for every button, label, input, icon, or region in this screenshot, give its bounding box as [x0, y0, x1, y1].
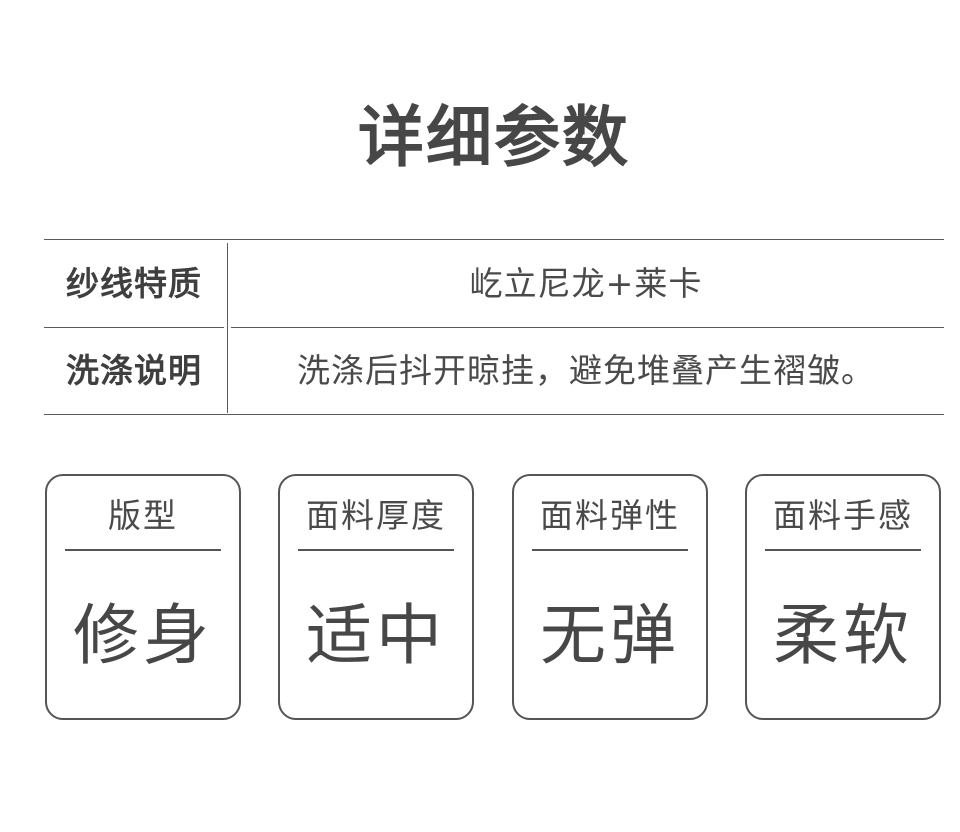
table-top-divider	[44, 239, 944, 240]
card-fit-label: 版型	[108, 496, 178, 535]
table-row-washing: 洗涤说明 洗涤后抖开晾挂，避免堆叠产生褶皱。	[44, 327, 944, 414]
card-divider	[532, 549, 688, 551]
card-fit: 版型 修身	[45, 474, 241, 720]
card-thickness: 面料厚度 适中	[278, 474, 474, 720]
card-elasticity-label: 面料弹性	[540, 496, 680, 535]
washing-value: 洗涤后抖开晾挂，避免堆叠产生褶皱。	[297, 351, 875, 390]
card-elasticity-value: 无弹	[540, 597, 680, 674]
card-fit-value: 修身	[73, 597, 213, 674]
table-bottom-divider	[44, 414, 944, 415]
card-elasticity: 面料弹性 无弹	[512, 474, 708, 720]
card-handfeel-label: 面料手感	[773, 496, 913, 535]
yarn-label: 纱线特质	[66, 264, 202, 303]
table-middle-divider-left	[44, 327, 224, 328]
table-middle-divider-right	[231, 327, 944, 328]
card-divider	[298, 549, 454, 551]
yarn-value: 屹立尼龙+莱卡	[469, 264, 703, 303]
table-row-yarn: 纱线特质 屹立尼龙+莱卡	[44, 240, 944, 327]
table-column-divider	[227, 243, 228, 413]
card-divider	[65, 549, 221, 551]
card-divider	[765, 549, 921, 551]
card-thickness-value: 适中	[306, 597, 446, 674]
washing-label: 洗涤说明	[66, 351, 202, 390]
page-title: 详细参数	[358, 99, 630, 176]
card-thickness-label: 面料厚度	[306, 496, 446, 535]
card-handfeel: 面料手感 柔软	[745, 474, 941, 720]
card-handfeel-value: 柔软	[773, 597, 913, 674]
